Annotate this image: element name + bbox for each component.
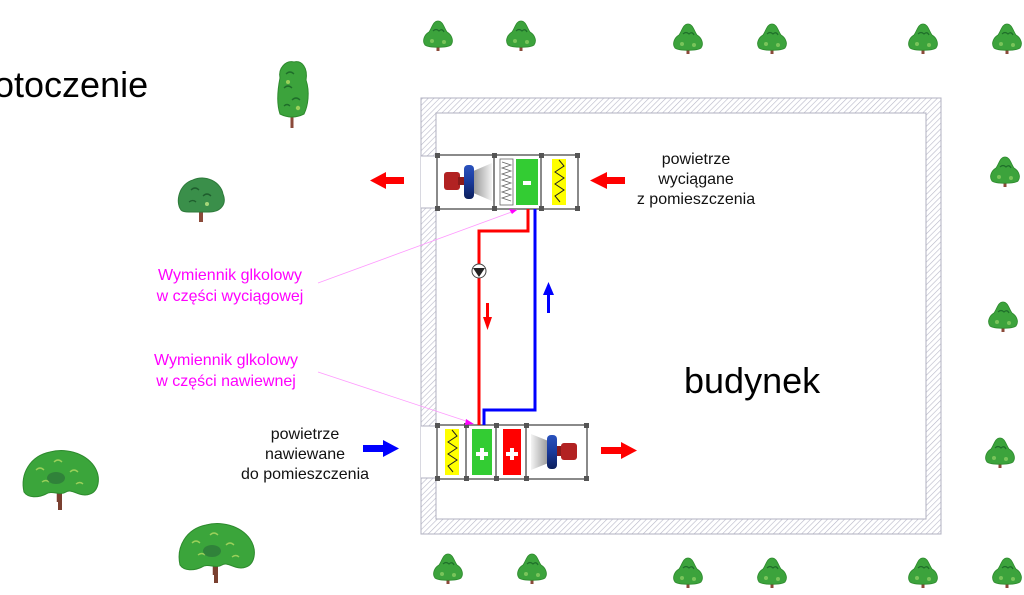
tree-icon (907, 557, 939, 589)
supply-in-arrow-icon (363, 440, 399, 457)
plus-icon (476, 448, 488, 460)
tree-icon (987, 301, 1019, 333)
tree-icon (984, 437, 1016, 469)
tree-icon (907, 23, 939, 55)
flow-arrow-up-icon (543, 282, 554, 313)
tree-icon (177, 522, 256, 585)
callout-leader-supply (317, 371, 473, 424)
supply-glycol-coil (472, 429, 492, 475)
exhaust-recuperator-section (499, 158, 514, 206)
exhaust-unit (435, 153, 580, 211)
pump-icon (471, 263, 487, 279)
callout-leader-exhaust (317, 209, 518, 284)
minus-icon (523, 181, 531, 185)
glycol-pipe-cold (482, 209, 537, 425)
tree-icon (989, 156, 1021, 188)
fan-icon (464, 165, 474, 199)
building-wall (420, 97, 942, 535)
motor-icon (444, 172, 460, 190)
wall-opening-supply (421, 426, 438, 478)
supply-unit (435, 423, 589, 481)
supply-out-arrow-icon (601, 442, 637, 459)
exhaust-glycol-coil (516, 159, 538, 205)
tree-icon (991, 23, 1023, 55)
exhaust-filter (552, 159, 566, 205)
flow-arrow-down-icon (483, 303, 492, 330)
tree-icon (516, 553, 548, 585)
tree-icon (21, 449, 100, 512)
surroundings-label: otoczenie (0, 64, 149, 105)
exhaust-air-label: powietrze wyciągane z pomieszczenia (636, 151, 756, 208)
tree-icon (756, 23, 788, 55)
supply-heater (503, 429, 521, 475)
tree-icon (991, 557, 1023, 589)
tree-icon (672, 557, 704, 589)
exhaust-fan-section (444, 163, 492, 201)
tree-icon (505, 20, 537, 52)
supply-exchanger-callout: Wymiennik glkolowy w części nawiewnej (154, 352, 298, 390)
fan-icon (547, 435, 557, 469)
tree-icon (432, 553, 464, 585)
tree-icon (422, 20, 454, 52)
motor-icon (561, 443, 577, 460)
tree-icon (672, 23, 704, 55)
tree-icon (277, 61, 309, 129)
tree-icon (177, 177, 225, 223)
supply-fan-section (531, 434, 577, 470)
exhaust-exchanger-callout: Wymiennik glkolowy w części wyciągowej (156, 267, 304, 305)
exhaust-out-arrow-icon (370, 172, 404, 189)
tree-icon (756, 557, 788, 589)
supply-filter (445, 429, 459, 475)
building-label: budynek (684, 360, 821, 401)
glycol-pipe-hot (477, 209, 530, 425)
wall-opening-exhaust (421, 156, 438, 208)
plus-icon (506, 448, 518, 460)
exhaust-in-arrow-icon (590, 172, 625, 189)
supply-air-label: powietrze nawiewane do pomieszczenia (240, 426, 370, 483)
